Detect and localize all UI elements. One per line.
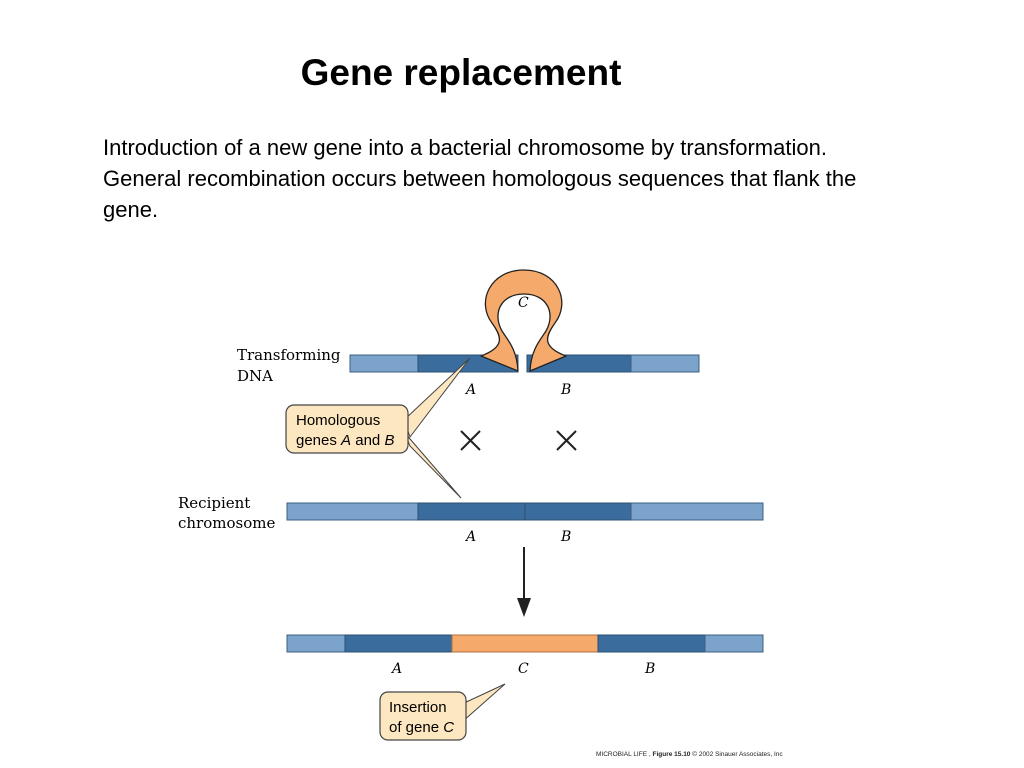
recipient-label-line2: chromosome [178,514,275,532]
recipient-gene-b-label: B [560,529,571,545]
transforming-flank-right [630,354,700,373]
crossover-mark-right-b [556,430,577,451]
homologous-callout: Homologous genes A and B [285,357,471,499]
credit-book: MICROBIAL LIFE [596,751,648,758]
transforming-gene-b-label: B [560,382,571,398]
figure-credit: MICROBIAL LIFE , Figure 15.10 © 2002 Sin… [596,751,783,758]
crossover-x-marks [460,430,577,451]
result-gene-b-label: B [644,661,655,677]
recipient-chromosome-strand [286,502,764,521]
result-chromosome-strand [286,634,764,653]
transforming-dna-label-line1: Transforming [237,346,341,364]
transforming-dna-strand [349,269,700,373]
credit-copyright: © 2002 Sinauer Associates, Inc [692,751,783,758]
crossover-mark-left-b [460,430,481,451]
insertion-callout-line1: Insertion [389,699,447,716]
credit-figure: Figure 15.10 [652,751,691,758]
recipient-gene-a-label: A [464,529,476,545]
result-gene-a [344,634,453,653]
recipient-flank-left [286,502,419,521]
transforming-flank-left [349,354,419,373]
recipient-label-line1: Recipient [178,494,250,512]
insertion-callout-box [379,691,467,741]
transforming-dna-label-line2: DNA [237,367,273,385]
recipient-gene-b [524,502,632,521]
gene-c-loop-label: C [518,295,529,311]
result-gene-c-label: C [518,661,529,677]
down-arrow [517,547,531,617]
homologous-callout-box [285,404,409,454]
result-gene-a-label: A [390,661,402,677]
result-flank-right [704,634,764,653]
homologous-callout-line1: Homologous [296,412,380,429]
homologous-callout-line2: genes A and B [296,432,394,449]
insertion-callout-line2: of gene C [389,719,454,736]
result-gene-c [451,634,599,653]
slide-title: Gene replacement [300,52,622,93]
recipient-gene-a [417,502,526,521]
recipient-flank-right [630,502,764,521]
gene-c-loop [480,269,567,372]
slide-description: Introduction of a new gene into a bacter… [103,135,857,222]
transforming-gene-a-label: A [464,382,476,398]
insertion-callout: Insertion of gene C [379,683,506,741]
result-gene-b [597,634,706,653]
result-flank-left [286,634,346,653]
